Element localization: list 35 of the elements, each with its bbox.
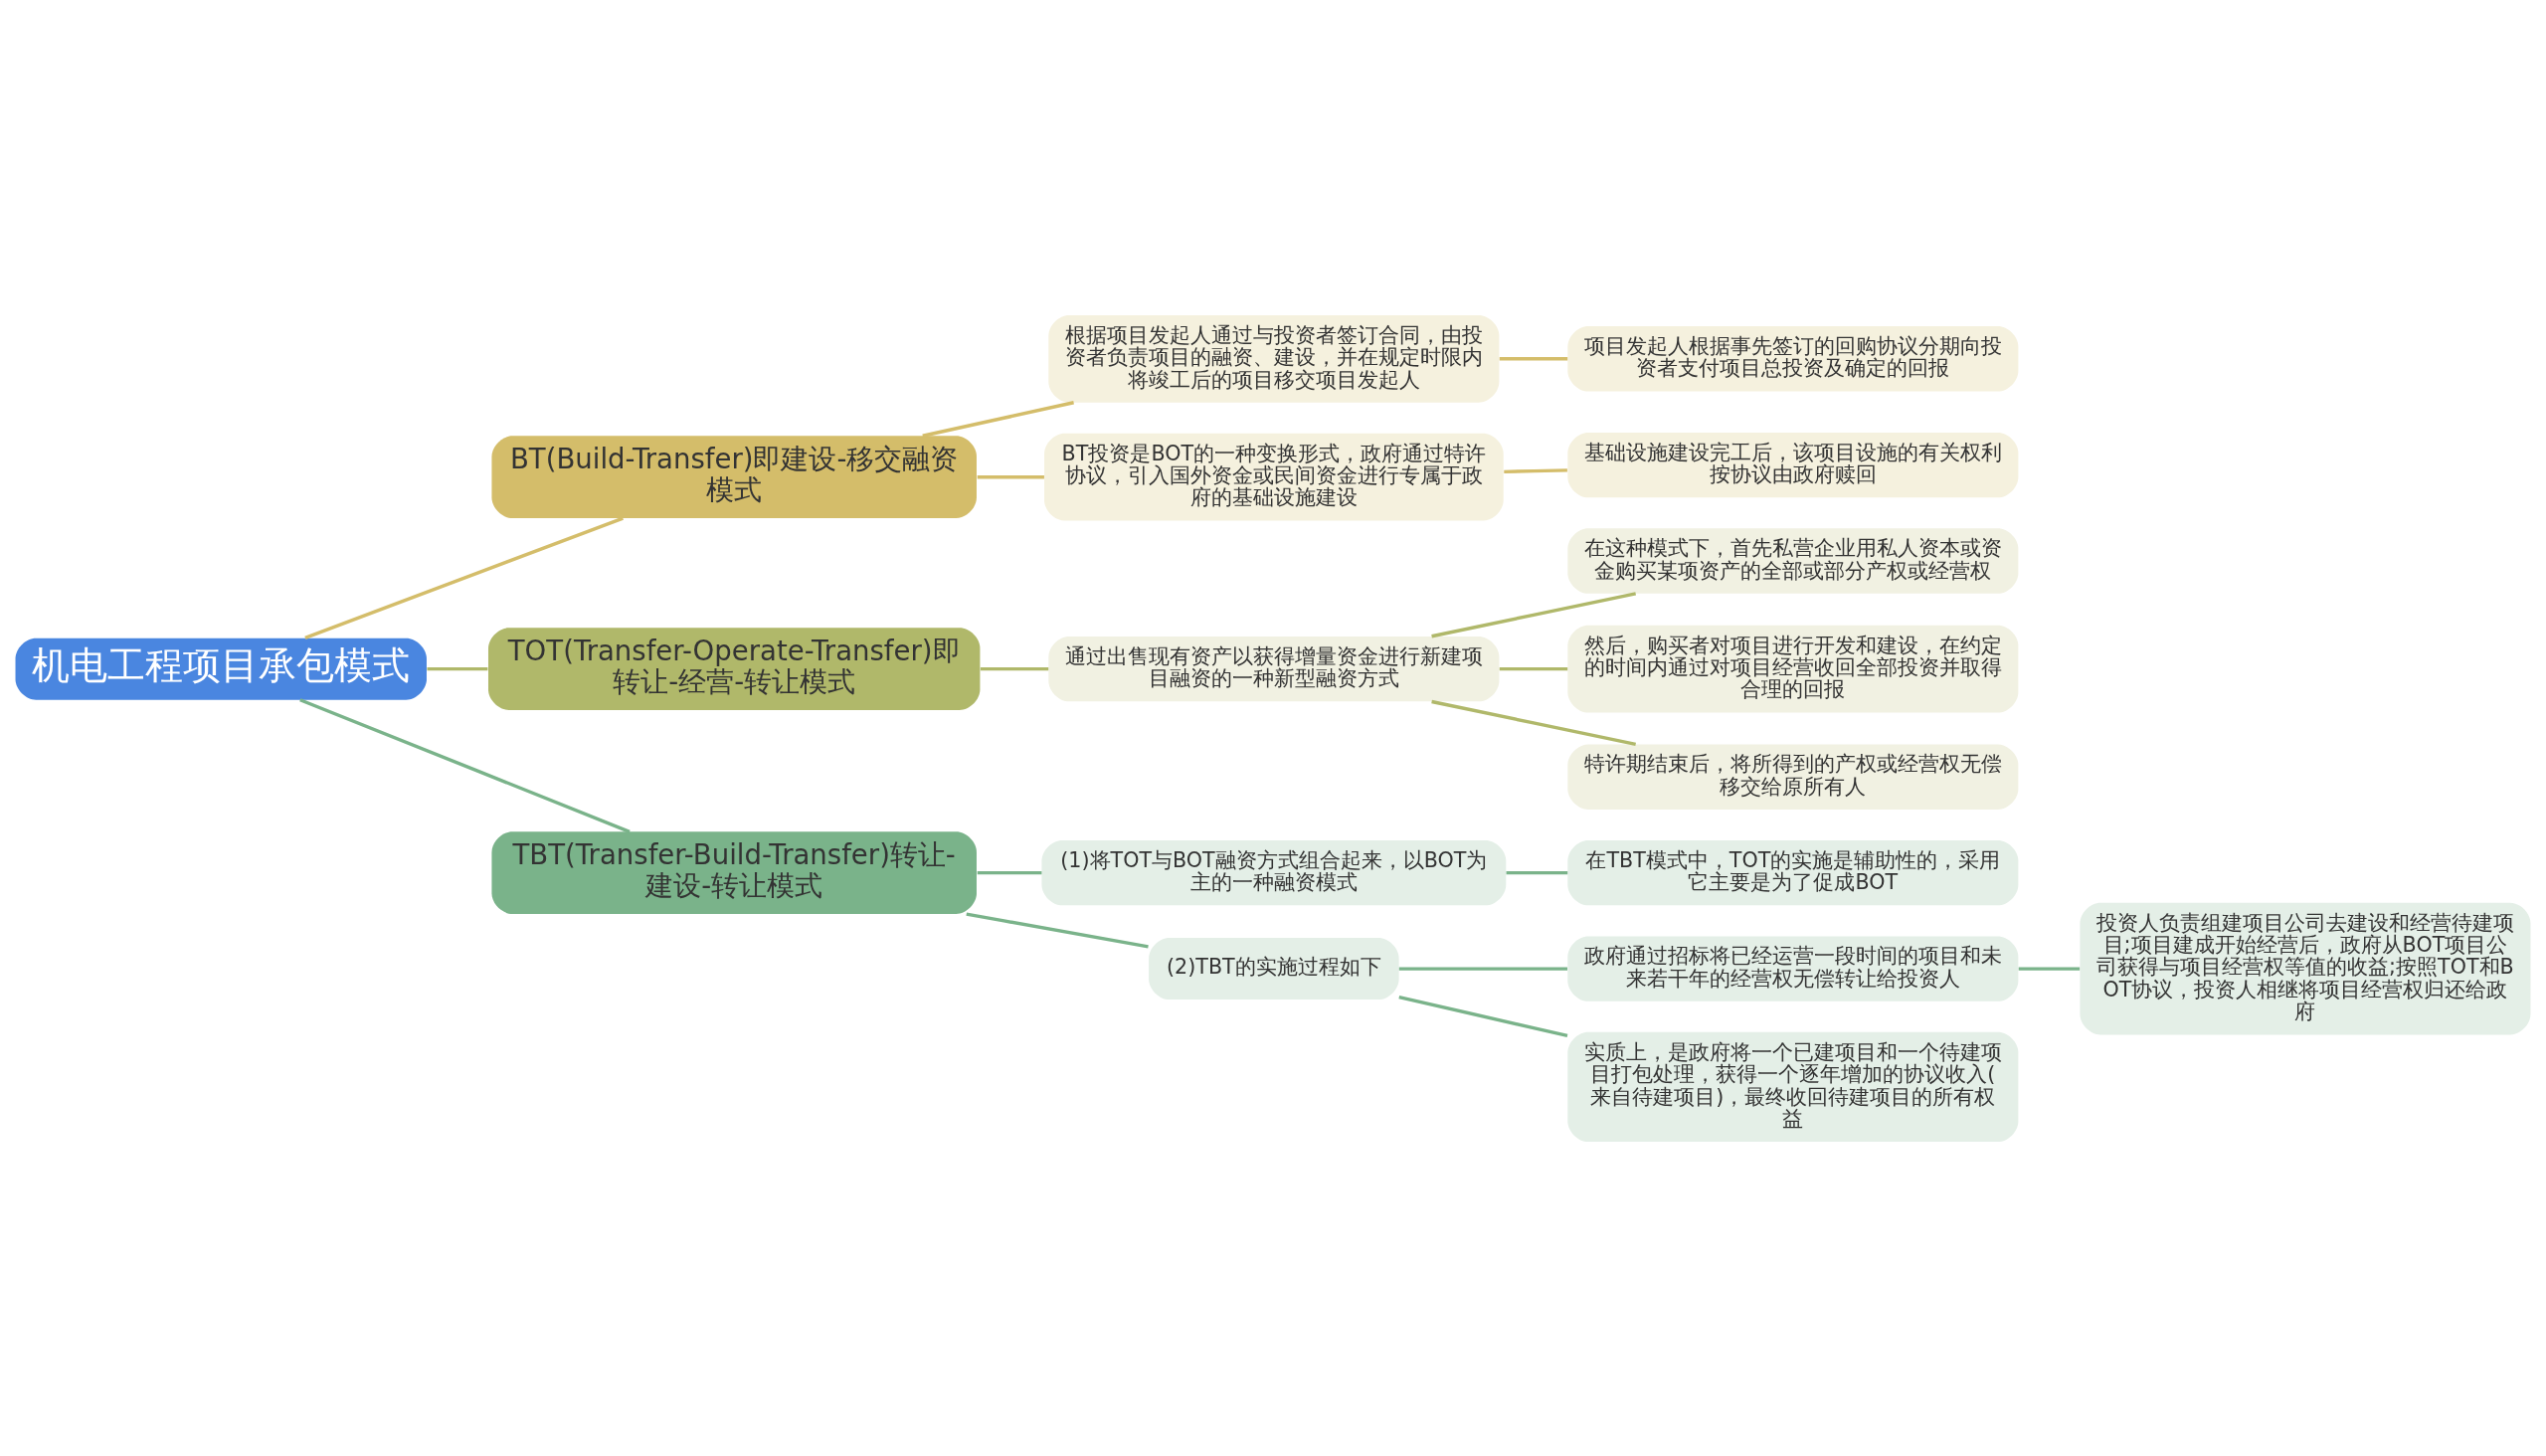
node-box: 根据项目发起人通过与投资者签订合同，由投资者负责项目的融资、建设，并在规定时限内将竣工后的项目移交项目发起人 <box>1048 314 1500 403</box>
node-box: 机电工程项目承包模式 <box>15 637 427 700</box>
connector <box>2018 966 2081 971</box>
node-box: 然后，购买者对项目进行开发和建设，在约定的时间内通过对项目经营收回全部投资并取得合理的回报 <box>1567 625 2019 713</box>
node-box: 政府通过招标将已经运营一段时间的项目和未来若干年的经营权无偿转让给投资人 <box>1567 935 2019 1001</box>
node-box: 基础设施建设完工后，该项目设施的有关权利按协议由政府赎回 <box>1567 432 2019 497</box>
connector <box>299 697 631 833</box>
node-box: 特许期结束后，将所得到的产权或经营权无偿移交给原所有人 <box>1567 743 2019 810</box>
connector <box>1506 870 1568 874</box>
connector <box>966 911 1149 948</box>
node-box: (1)将TOT与BOT融资方式组合起来，以BOT为主的一种融资模式 <box>1041 839 1507 905</box>
node-box: 项目发起人根据事先签订的回购协议分期向投资者支付项目总投资及确定的回报 <box>1567 325 2019 392</box>
node-box: 在TBT模式中，TOT的实施是辅助性的，采用它主要是为了促成BOT <box>1567 839 2019 905</box>
node-box: BT(Build-Transfer)即建设-移交融资模式 <box>491 435 977 518</box>
node-box: TOT(Transfer-Operate-Transfer)即转让-经营-转让模式 <box>488 627 981 710</box>
node-box: BT投资是BOT的一种变换形式，政府通过特许协议，引入国外资金或民间资金进行专属于政府的基础设施建设 <box>1044 433 1504 521</box>
connector <box>977 870 1042 874</box>
node-box: 实质上，是政府将一个已建项目和一个待建项目打包处理，获得一个逐年增加的协议收入(来自待建项目)，最终收回待建项目的所有权益 <box>1567 1031 2019 1142</box>
connector <box>1398 966 1567 971</box>
node-box: (2)TBT的实施过程如下 <box>1149 937 1399 1000</box>
connector <box>1499 666 1568 670</box>
connector <box>922 400 1074 438</box>
node-box: 通过出售现有资产以获得增量资金进行新建项目融资的一种新型融资方式 <box>1048 636 1500 701</box>
connector <box>1398 995 1568 1037</box>
node-box: 在这种模式下，首先私营企业用私人资本或资金购买某项资产的全部或部分产权或经营权 <box>1567 527 2019 594</box>
connector <box>1499 356 1568 361</box>
node-box: 投资人负责组建项目公司去建设和经营待建项目;项目建成开始经营后，政府从BOT项目公司获得与项目经营权等值的收益;按照TOT和BOT协议，投资人相继将项目经营权归还给政府 <box>2080 902 2531 1034</box>
node-box: TBT(Transfer-Build-Transfer)转让-建设-转让模式 <box>491 830 977 914</box>
connector <box>304 516 624 639</box>
connector <box>1504 467 1567 473</box>
connector <box>980 666 1049 670</box>
connector <box>977 474 1044 478</box>
connector <box>1431 591 1637 637</box>
connector <box>427 666 488 670</box>
connector <box>1431 699 1637 746</box>
